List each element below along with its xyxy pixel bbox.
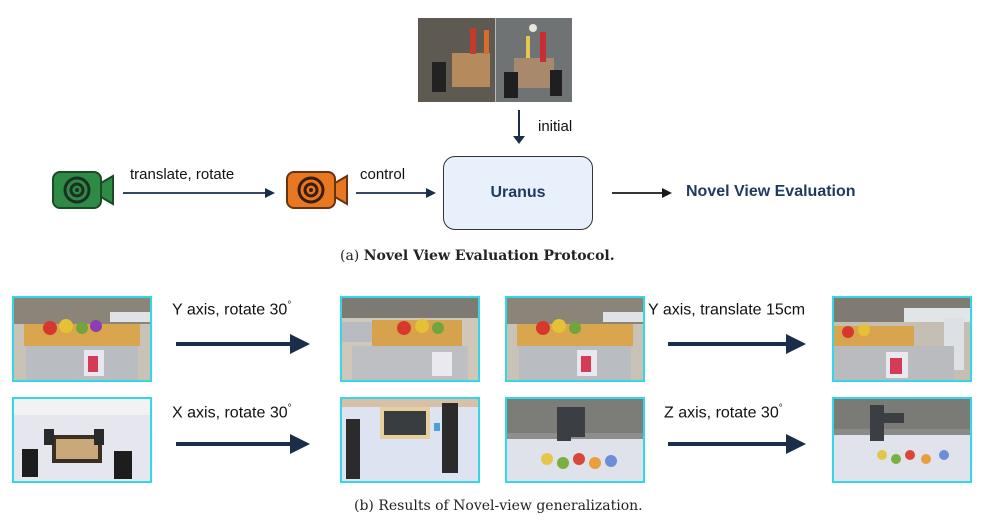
video-camera-icon-target [286,171,348,209]
row2-right-transform-label: Z axis, rotate 30° [664,403,783,422]
row1-left-transform-label: Y axis, rotate 30° [172,300,291,319]
row1-right-transform-label: Y axis, translate 15cm [648,300,805,319]
row1-right-target-image [832,296,972,382]
control-arrow [356,188,436,198]
initial-label: initial [538,118,573,135]
uranus-label: Uranus [490,184,546,201]
initial-arrow [513,110,525,144]
caption-a: (a) Novel View Evaluation Protocol. [340,248,615,264]
novel-view-evaluation-label: Novel View Evaluation [686,183,856,200]
row1-right-source-image [505,296,645,382]
output-arrow [612,188,672,198]
row1-left-target-image [340,296,480,382]
row2-right-source-image [505,397,645,483]
row1-right-transform-text: Y axis, translate 15cm [648,301,806,319]
row2-right-transform-text: Z axis, rotate 30 [664,404,779,422]
row2-left-transform-text: X axis, rotate 30 [172,404,288,422]
row2-left-source-image [12,397,152,483]
row2-left-target-image [340,397,480,483]
row1-left-source-image [12,296,152,382]
row2-right-arrow [668,434,806,454]
video-camera-icon-source [52,171,114,209]
caption-a-title: Novel View Evaluation Protocol. [363,248,615,264]
translate-rotate-label: translate, rotate [130,166,235,183]
row2-left-degree-mark: ° [287,403,292,414]
initial-observation-image [418,18,572,102]
row2-right-degree-mark: ° [778,403,783,414]
control-label: control [360,166,406,183]
caption-a-prefix: (a) [340,248,360,264]
caption-b: (b) Results of Novel-view generalization… [354,498,643,514]
row1-left-transform-text: Y axis, rotate 30 [172,301,288,319]
row1-right-arrow [668,334,806,354]
row1-left-degree-mark: ° [287,300,292,311]
translate-rotate-arrow [123,188,275,198]
row2-left-arrow [176,434,310,454]
row2-right-target-image [832,397,972,483]
row1-left-arrow [176,334,310,354]
row2-left-transform-label: X axis, rotate 30° [172,403,292,422]
uranus-model-box: Uranus [443,156,593,230]
